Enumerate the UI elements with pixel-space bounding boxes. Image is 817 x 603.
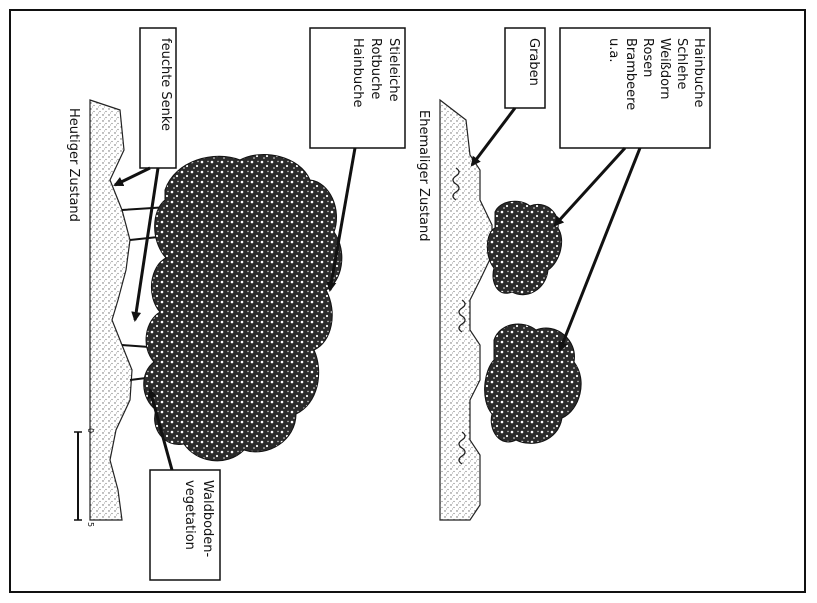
after-title: Heutiger Zustand <box>66 108 81 222</box>
hedge-species-line-5: Brambeere <box>623 38 638 110</box>
tree-species-line-3: Hainbuche <box>350 38 365 107</box>
scale-bar-label-end: 5 <box>86 522 95 527</box>
hedge-species-line-3: Weißdorn <box>657 38 672 99</box>
floor-vegetation-line-2: vegetation <box>182 480 197 550</box>
ditch-label: Graben <box>526 38 541 86</box>
hollow-label: feuchte Senke <box>158 38 173 131</box>
hedge-species-line-6: u.a. <box>606 38 621 62</box>
before-panel <box>440 100 581 520</box>
before-soil-bank <box>440 100 492 520</box>
before-title: Ehemaliger Zustand <box>416 110 431 242</box>
hedge-species-line-2: Schlehe <box>674 38 689 90</box>
arrow-to-ditch <box>472 108 515 165</box>
before-hedge-shrub-2 <box>485 324 582 443</box>
arrow-to-hedge-2 <box>560 148 640 350</box>
hedge-species-line-1: Hainbuche <box>691 38 706 107</box>
hedge-species-line-4: Rosen <box>640 38 655 77</box>
floor-vegetation-line-1: Waldboden- <box>200 480 215 558</box>
tree-species-line-2: Rotbuche <box>368 38 383 99</box>
arrow-to-hollow-1 <box>115 168 150 185</box>
after-panel <box>74 100 342 520</box>
scale-bar-label-start: 0 <box>86 428 95 433</box>
before-hedge-shrub-1 <box>487 201 561 295</box>
after-tree-canopy <box>144 154 342 460</box>
tree-species-line-1: Stieleiche <box>386 38 401 102</box>
after-soil-ground <box>90 100 132 520</box>
